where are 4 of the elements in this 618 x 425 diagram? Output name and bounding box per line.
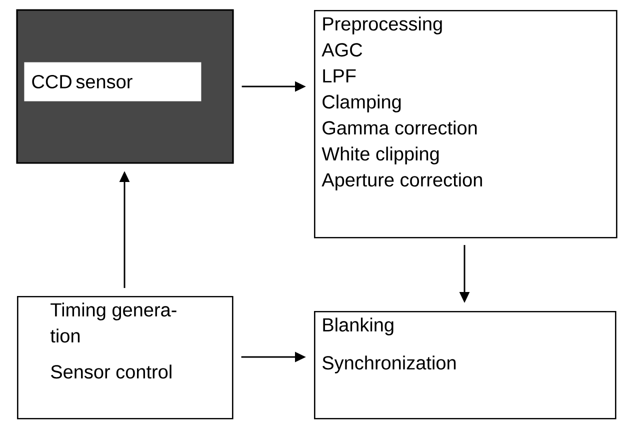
process-box: Timing genera- tion Sensor control <box>17 296 234 420</box>
sensor-label: CCD sensor <box>24 62 202 102</box>
process-box: Preprocessing AGC LPF Clamping Gamma correction White clipping Aperture correction <box>314 10 618 238</box>
process-box: Blanking Synchronization <box>314 311 616 420</box>
